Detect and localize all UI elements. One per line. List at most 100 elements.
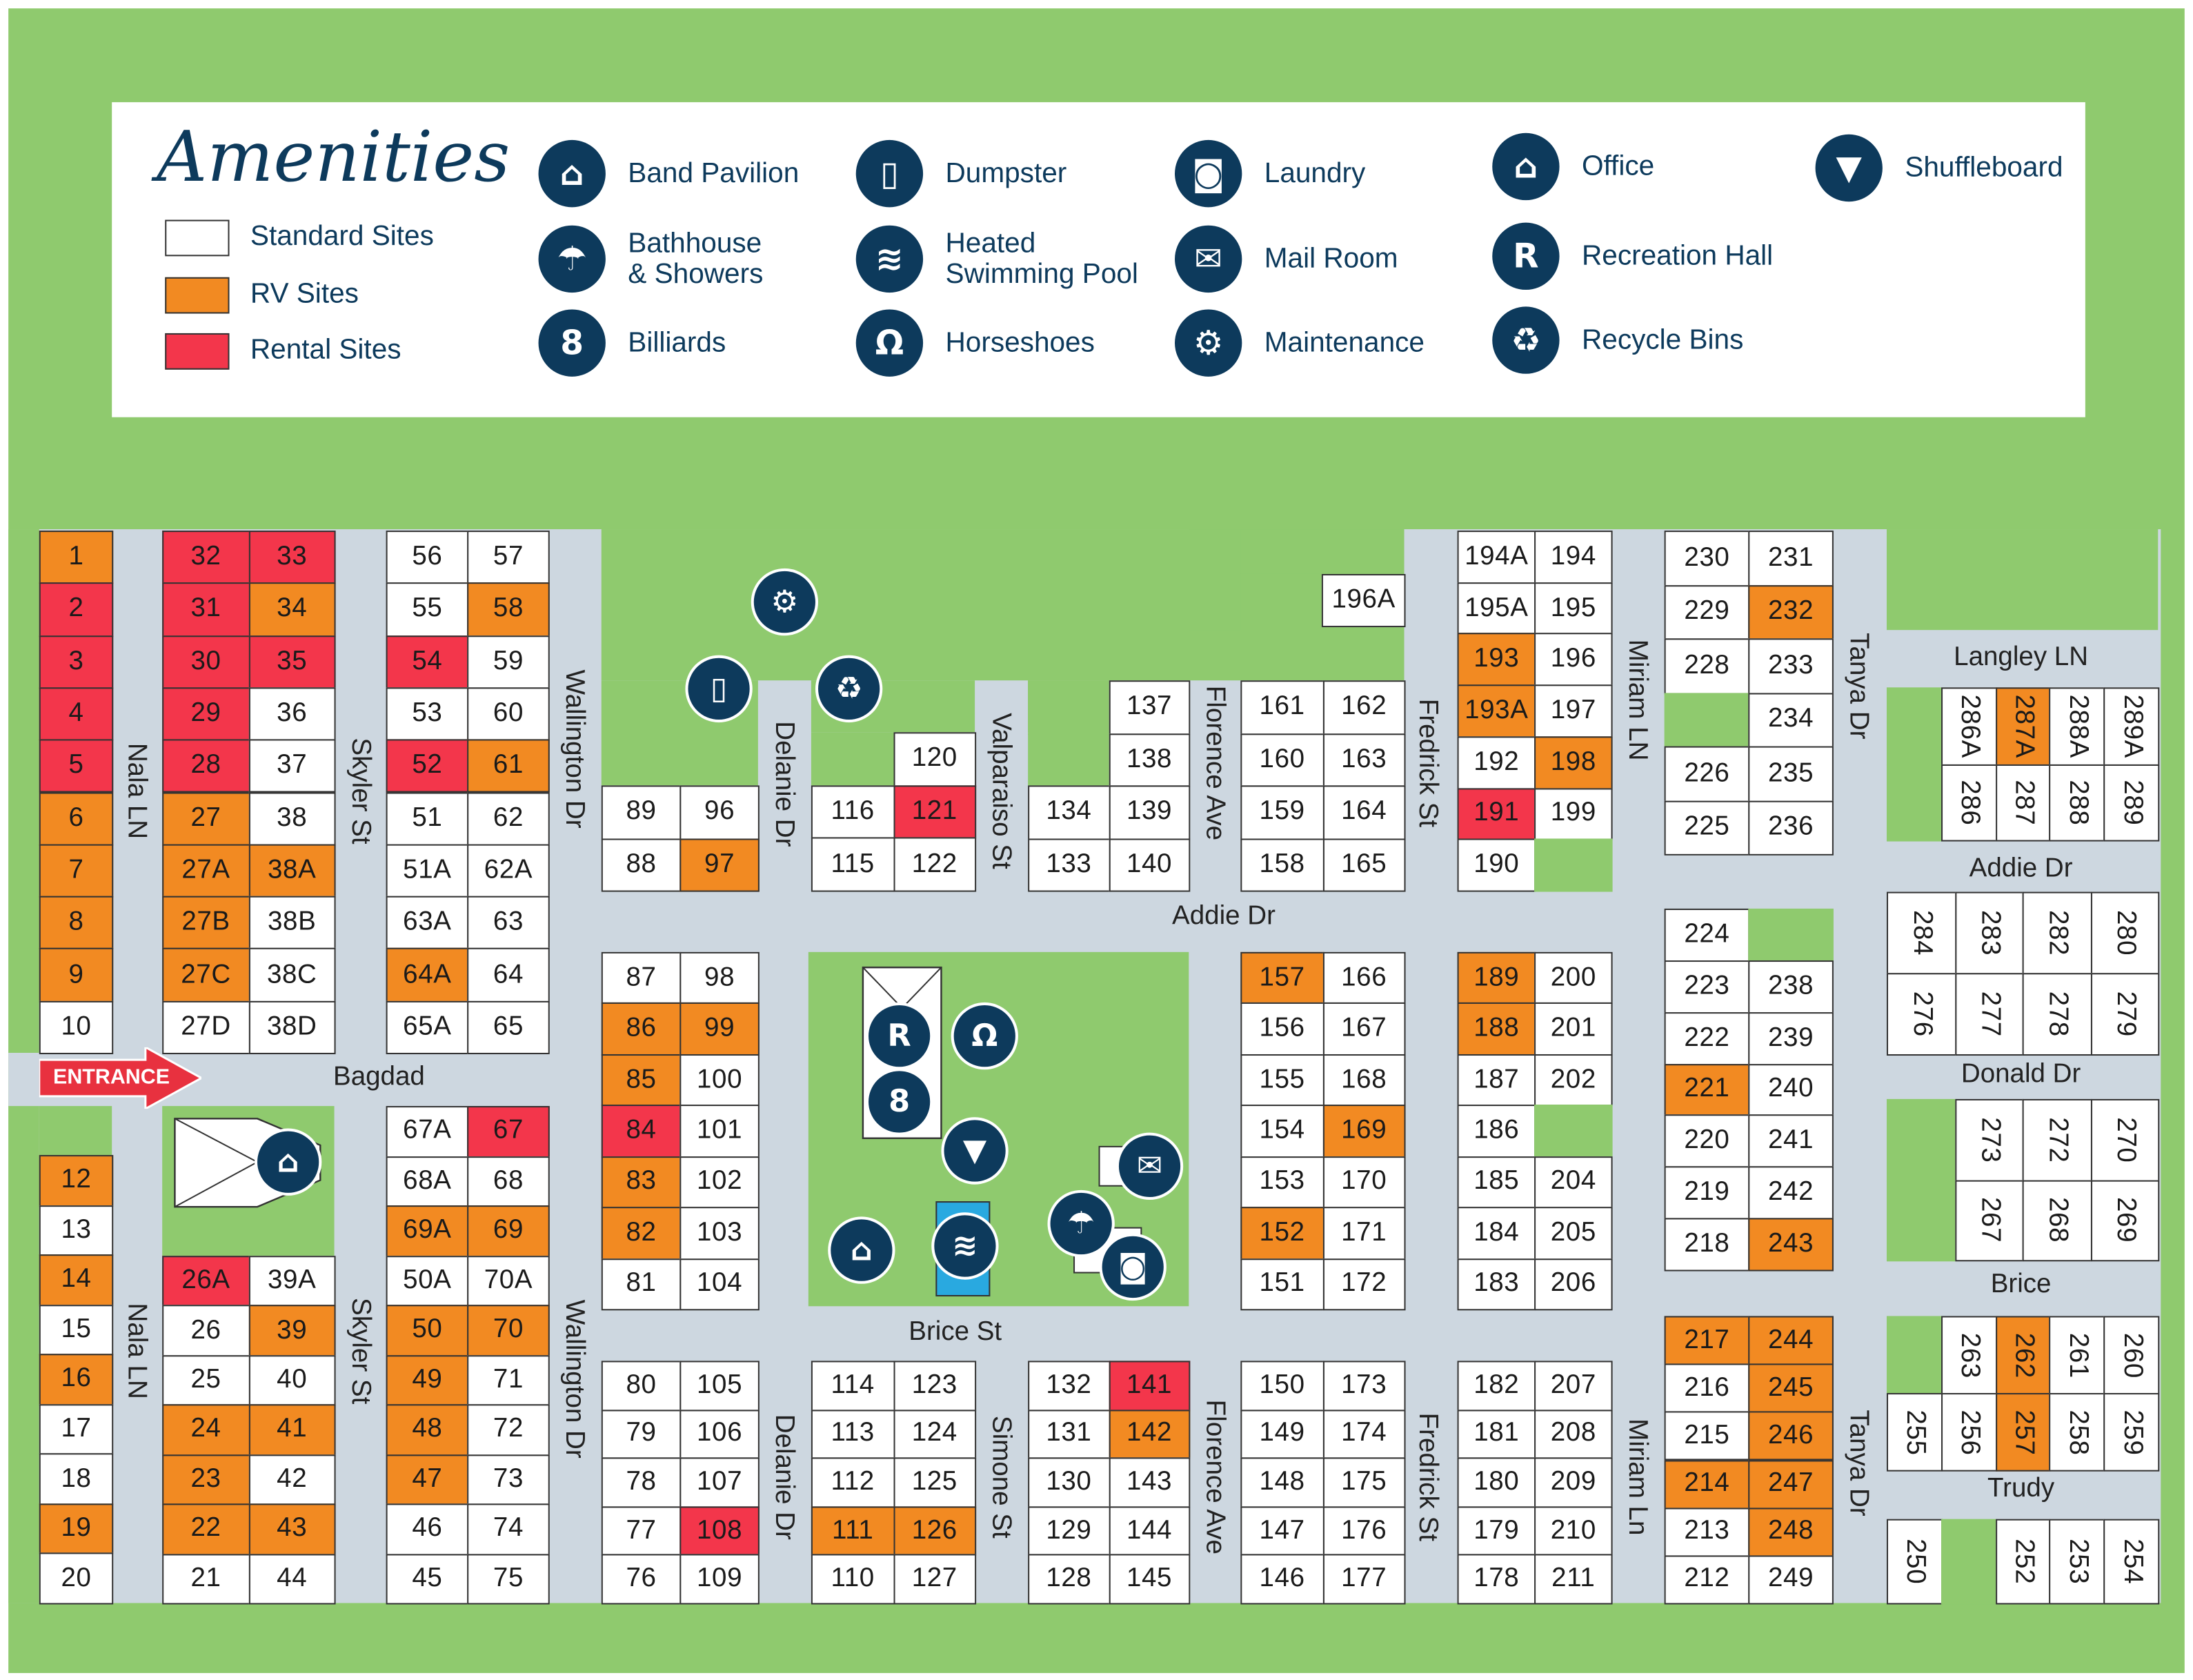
site-205[interactable]: 205 [1534,1207,1613,1260]
site-154[interactable]: 154 [1240,1105,1324,1158]
site-99[interactable]: 99 [679,1002,760,1056]
bathhouse-marker[interactable]: ☂ [1047,1189,1115,1258]
site-62[interactable]: 62 [467,791,550,846]
horseshoes-marker[interactable]: Ω [951,1002,1018,1070]
site-239[interactable]: 239 [1748,1011,1834,1065]
site-273[interactable]: 273 [1954,1098,2024,1181]
site-222[interactable]: 222 [1664,1011,1750,1065]
dumpster-marker[interactable]: ▯ [685,655,753,723]
site-168[interactable]: 168 [1322,1054,1406,1107]
site-30[interactable]: 30 [162,635,250,689]
site-195[interactable]: 195 [1534,582,1613,635]
site-98[interactable]: 98 [679,951,760,1005]
site-209[interactable]: 209 [1534,1457,1613,1508]
site-250[interactable]: 250 [1886,1519,1943,1605]
site-17[interactable]: 17 [39,1403,114,1455]
site-208[interactable]: 208 [1534,1409,1613,1459]
site-230[interactable]: 230 [1664,531,1750,586]
site-216[interactable]: 216 [1664,1363,1750,1414]
site-56[interactable]: 56 [386,531,469,584]
site-89[interactable]: 89 [601,785,682,840]
site-61[interactable]: 61 [467,739,550,793]
site-81[interactable]: 81 [601,1258,682,1311]
site-137[interactable]: 137 [1108,680,1191,735]
site-48[interactable]: 48 [386,1404,469,1456]
site-122[interactable]: 122 [893,838,977,892]
site-71[interactable]: 71 [467,1354,550,1406]
site-131[interactable]: 131 [1028,1409,1110,1459]
site-39A[interactable]: 39A [248,1256,336,1307]
site-148[interactable]: 148 [1240,1457,1324,1508]
site-149[interactable]: 149 [1240,1409,1324,1459]
site-43[interactable]: 43 [248,1503,336,1555]
site-40[interactable]: 40 [248,1354,336,1406]
site-144[interactable]: 144 [1108,1506,1191,1557]
site-164[interactable]: 164 [1322,785,1406,840]
site-38A[interactable]: 38A [248,844,336,898]
site-261[interactable]: 261 [2049,1316,2105,1395]
site-36[interactable]: 36 [248,687,336,741]
site-35[interactable]: 35 [248,635,336,689]
site-260[interactable]: 260 [2103,1316,2160,1395]
site-173[interactable]: 173 [1322,1361,1406,1411]
site-158[interactable]: 158 [1240,838,1324,892]
site-213[interactable]: 213 [1664,1507,1750,1557]
site-272[interactable]: 272 [2022,1098,2092,1181]
site-103[interactable]: 103 [679,1207,760,1260]
site-210[interactable]: 210 [1534,1506,1613,1557]
site-170[interactable]: 170 [1322,1156,1406,1209]
site-121[interactable]: 121 [893,784,977,840]
site-254[interactable]: 254 [2103,1519,2160,1605]
site-286A[interactable]: 286A [1941,687,1997,765]
site-162[interactable]: 162 [1322,680,1406,735]
site-224[interactable]: 224 [1664,908,1750,962]
site-157[interactable]: 157 [1240,951,1324,1005]
site-14[interactable]: 14 [39,1254,114,1306]
site-246[interactable]: 246 [1748,1412,1834,1461]
site-60[interactable]: 60 [467,687,550,741]
site-21[interactable]: 21 [162,1553,250,1605]
site-67A[interactable]: 67A [386,1106,469,1158]
site-129[interactable]: 129 [1028,1506,1110,1557]
site-115[interactable]: 115 [811,838,895,892]
site-69[interactable]: 69 [467,1205,550,1257]
site-69A[interactable]: 69A [386,1205,469,1257]
site-42[interactable]: 42 [248,1454,336,1505]
site-214[interactable]: 214 [1664,1459,1750,1509]
site-174[interactable]: 174 [1322,1409,1406,1459]
site-167[interactable]: 167 [1322,1002,1406,1056]
site-26A[interactable]: 26A [162,1256,250,1307]
site-64A[interactable]: 64A [386,948,469,1002]
pool-marker[interactable]: ≋ [931,1212,999,1280]
site-186[interactable]: 186 [1457,1105,1536,1158]
site-52[interactable]: 52 [386,739,469,793]
site-65A[interactable]: 65A [386,1000,469,1054]
site-33[interactable]: 33 [248,531,336,584]
site-78[interactable]: 78 [601,1457,682,1508]
site-184[interactable]: 184 [1457,1207,1536,1260]
site-182[interactable]: 182 [1457,1361,1536,1411]
maintenance-marker[interactable]: ⚙ [751,568,819,636]
site-6[interactable]: 6 [39,791,114,846]
site-41[interactable]: 41 [248,1404,336,1456]
site-145[interactable]: 145 [1108,1554,1191,1605]
site-63[interactable]: 63 [467,896,550,950]
site-226[interactable]: 226 [1664,746,1750,802]
site-5[interactable]: 5 [39,739,114,793]
site-10[interactable]: 10 [39,1000,114,1054]
site-288[interactable]: 288 [2049,763,2105,842]
site-255[interactable]: 255 [1886,1393,1943,1472]
site-3[interactable]: 3 [39,635,114,689]
site-16[interactable]: 16 [39,1354,114,1405]
site-253[interactable]: 253 [2049,1519,2105,1605]
site-279[interactable]: 279 [2090,973,2160,1056]
site-34[interactable]: 34 [248,582,336,637]
site-192[interactable]: 192 [1457,736,1536,789]
site-269[interactable]: 269 [2090,1179,2160,1262]
site-166[interactable]: 166 [1322,951,1406,1005]
site-85[interactable]: 85 [601,1054,682,1107]
site-87[interactable]: 87 [601,951,682,1005]
site-258[interactable]: 258 [2049,1393,2105,1472]
site-32[interactable]: 32 [162,531,250,584]
site-123[interactable]: 123 [893,1361,977,1411]
